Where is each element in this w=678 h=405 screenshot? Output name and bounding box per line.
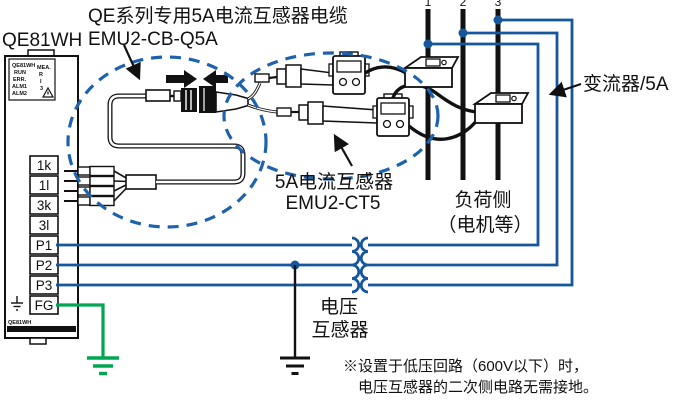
note-line1: ※设置于低压回路（600V以下）时， [343, 358, 588, 375]
clamp-converter-1 [402, 56, 460, 88]
panel-text: ALM1 [12, 84, 27, 90]
ct5-ellipse [222, 51, 440, 181]
ct5-upper [328, 51, 370, 95]
voltage-wiring [56, 15, 574, 294]
panel-text: MEA. [37, 65, 51, 71]
cable-connector [173, 86, 216, 113]
ground-icon [280, 356, 310, 375]
terminal-3k: 3k [37, 198, 52, 213]
terminal-fg: FG [35, 298, 54, 313]
ct5-lower [372, 93, 414, 137]
panel-text: ALM2 [12, 91, 27, 97]
ct5-label-line2: EMU2-CT5 [285, 193, 380, 214]
note-line2: 电压互感器的二次侧电路无需接地。 [358, 379, 598, 396]
tap-junction-dots [290, 15, 503, 270]
terminal-p2: P2 [36, 258, 53, 273]
converter-label: 变流器/5A [583, 73, 669, 95]
connector-mating-arrows-icon [166, 70, 228, 88]
upper-branch [247, 64, 334, 101]
fg-ground-wire [56, 303, 119, 376]
lower-branch [247, 101, 378, 125]
ct-cable-emu2-cb-q5a [64, 64, 378, 207]
qe81wh-module: QE81WH RUN ERR. ALM1 ALM2 MEA. R I 3 1k [4, 49, 79, 345]
panel-text: ERR. [13, 77, 27, 83]
panel-text: R [39, 72, 43, 78]
clamp-converter-2 [472, 92, 530, 124]
terminal-1l: 1l [39, 178, 50, 193]
panel-text: QE81WH [12, 63, 35, 69]
panel-text: RUN [14, 70, 26, 76]
module-ground-icon [11, 296, 23, 311]
panel-text: I [40, 79, 42, 85]
highlight-ellipses [66, 51, 440, 229]
phase-2-label: 2 [460, 0, 467, 9]
load-label-line1: 负荷侧 [454, 189, 511, 211]
panel-text: 3 [40, 86, 43, 92]
load-label-line2: （电机等） [437, 214, 532, 236]
phase-3-label: 3 [495, 0, 502, 9]
cable-label-line1: QE系列专用5A电流互感器电缆 [88, 5, 348, 27]
module-terminals: 1k 1l 3k 3l P1 P2 P3 FG [29, 155, 59, 315]
cable-lugs [64, 165, 157, 207]
leader-arrows [122, 44, 582, 167]
cable-ellipse [66, 55, 268, 229]
vt-ground [280, 265, 310, 375]
vt-label-line1: 电压 [320, 296, 358, 318]
ct5-label-line1: 5A电流互感器 [275, 171, 393, 193]
cable-label-line2: EMU2-CB-Q5A [88, 29, 218, 50]
voltage-transformer-symbol [351, 236, 369, 294]
power-lines: 1 2 3 [425, 0, 502, 180]
module-led-panel: QE81WH RUN ERR. ALM1 ALM2 MEA. R I 3 [8, 58, 56, 101]
vt-label-line2: 互感器 [311, 319, 368, 341]
terminal-p1: P1 [36, 238, 53, 253]
warning-triangle-icon [41, 86, 55, 98]
ct-secondary-cables [364, 65, 480, 141]
module-footer-label: QE81WH [8, 320, 31, 326]
phase-1-label: 1 [425, 0, 432, 9]
ground-icon [87, 356, 119, 376]
terminal-1k: 1k [37, 158, 52, 173]
terminal-p3: P3 [36, 278, 53, 293]
cable-splitter-boot [215, 91, 249, 113]
module-title: QE81WH [2, 30, 82, 51]
terminal-3l: 3l [39, 218, 50, 233]
